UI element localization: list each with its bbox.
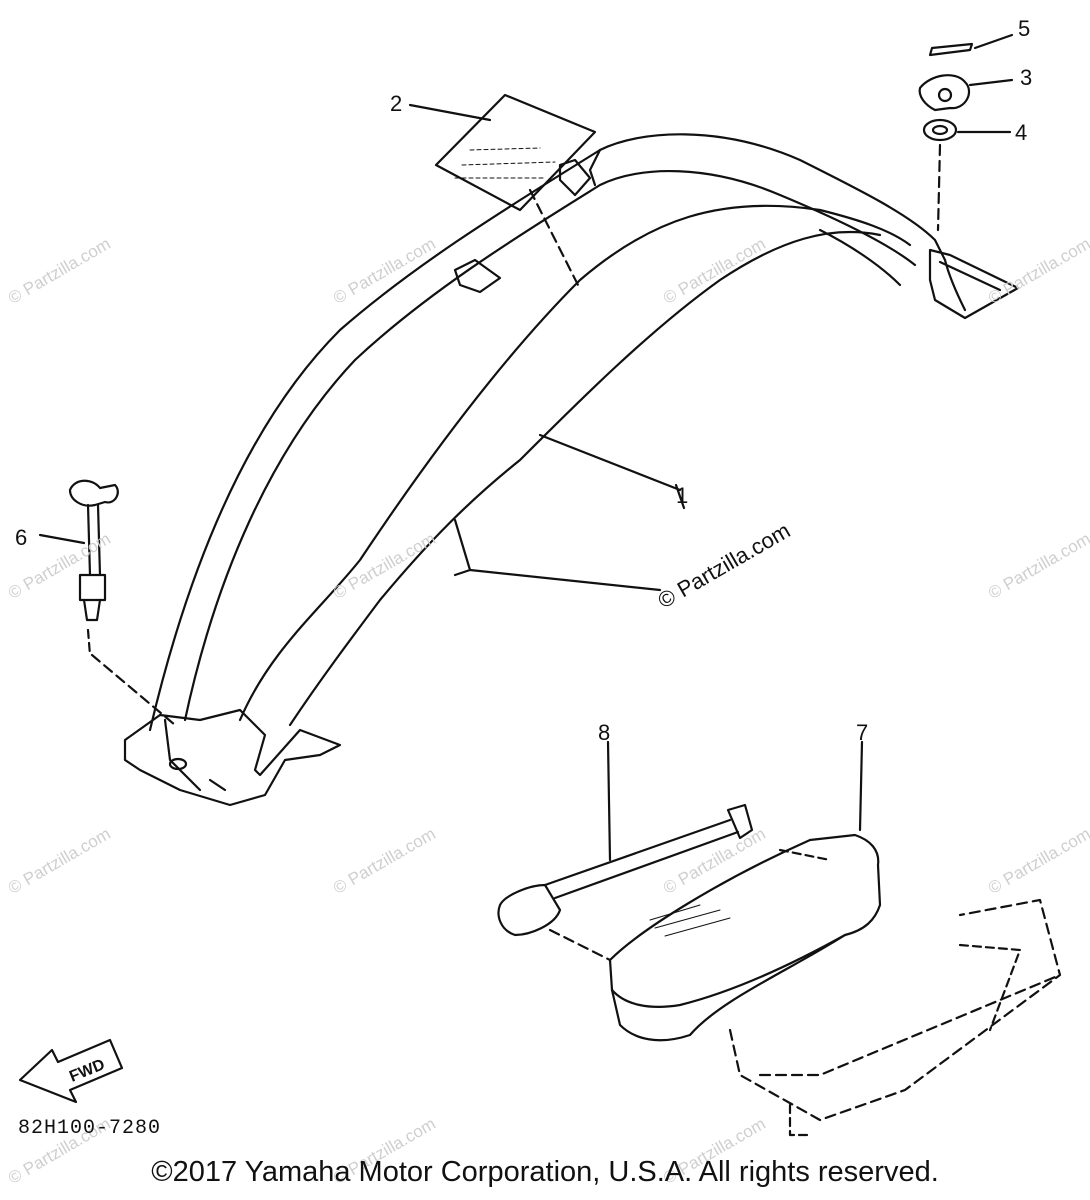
part-4-washer	[922, 118, 1012, 232]
copyright-notice: ©2017 Yamaha Motor Corporation, U.S.A. A…	[151, 1156, 939, 1188]
callout-7: 7	[856, 720, 869, 745]
fwd-arrow-icon: FWD	[18, 1038, 124, 1104]
callout-5: 5	[1018, 16, 1031, 41]
callout-6: 6	[15, 525, 28, 550]
part-7-box	[548, 740, 1062, 1137]
callout-4: 4	[1015, 120, 1028, 145]
callout-8: 8	[598, 720, 611, 745]
part-1-frame	[123, 133, 1020, 807]
part-6-bolt	[38, 479, 177, 727]
part-8-strap	[497, 740, 754, 937]
part-2-decal	[408, 93, 597, 287]
callout-3: 3	[1020, 65, 1033, 90]
callout-2: 2	[390, 91, 403, 116]
part-5-pin	[928, 33, 1014, 57]
part-3-wing-nut	[918, 74, 1014, 112]
callout-1: 1	[676, 483, 689, 508]
drawing-code: 82H100-7280	[18, 1117, 162, 1140]
